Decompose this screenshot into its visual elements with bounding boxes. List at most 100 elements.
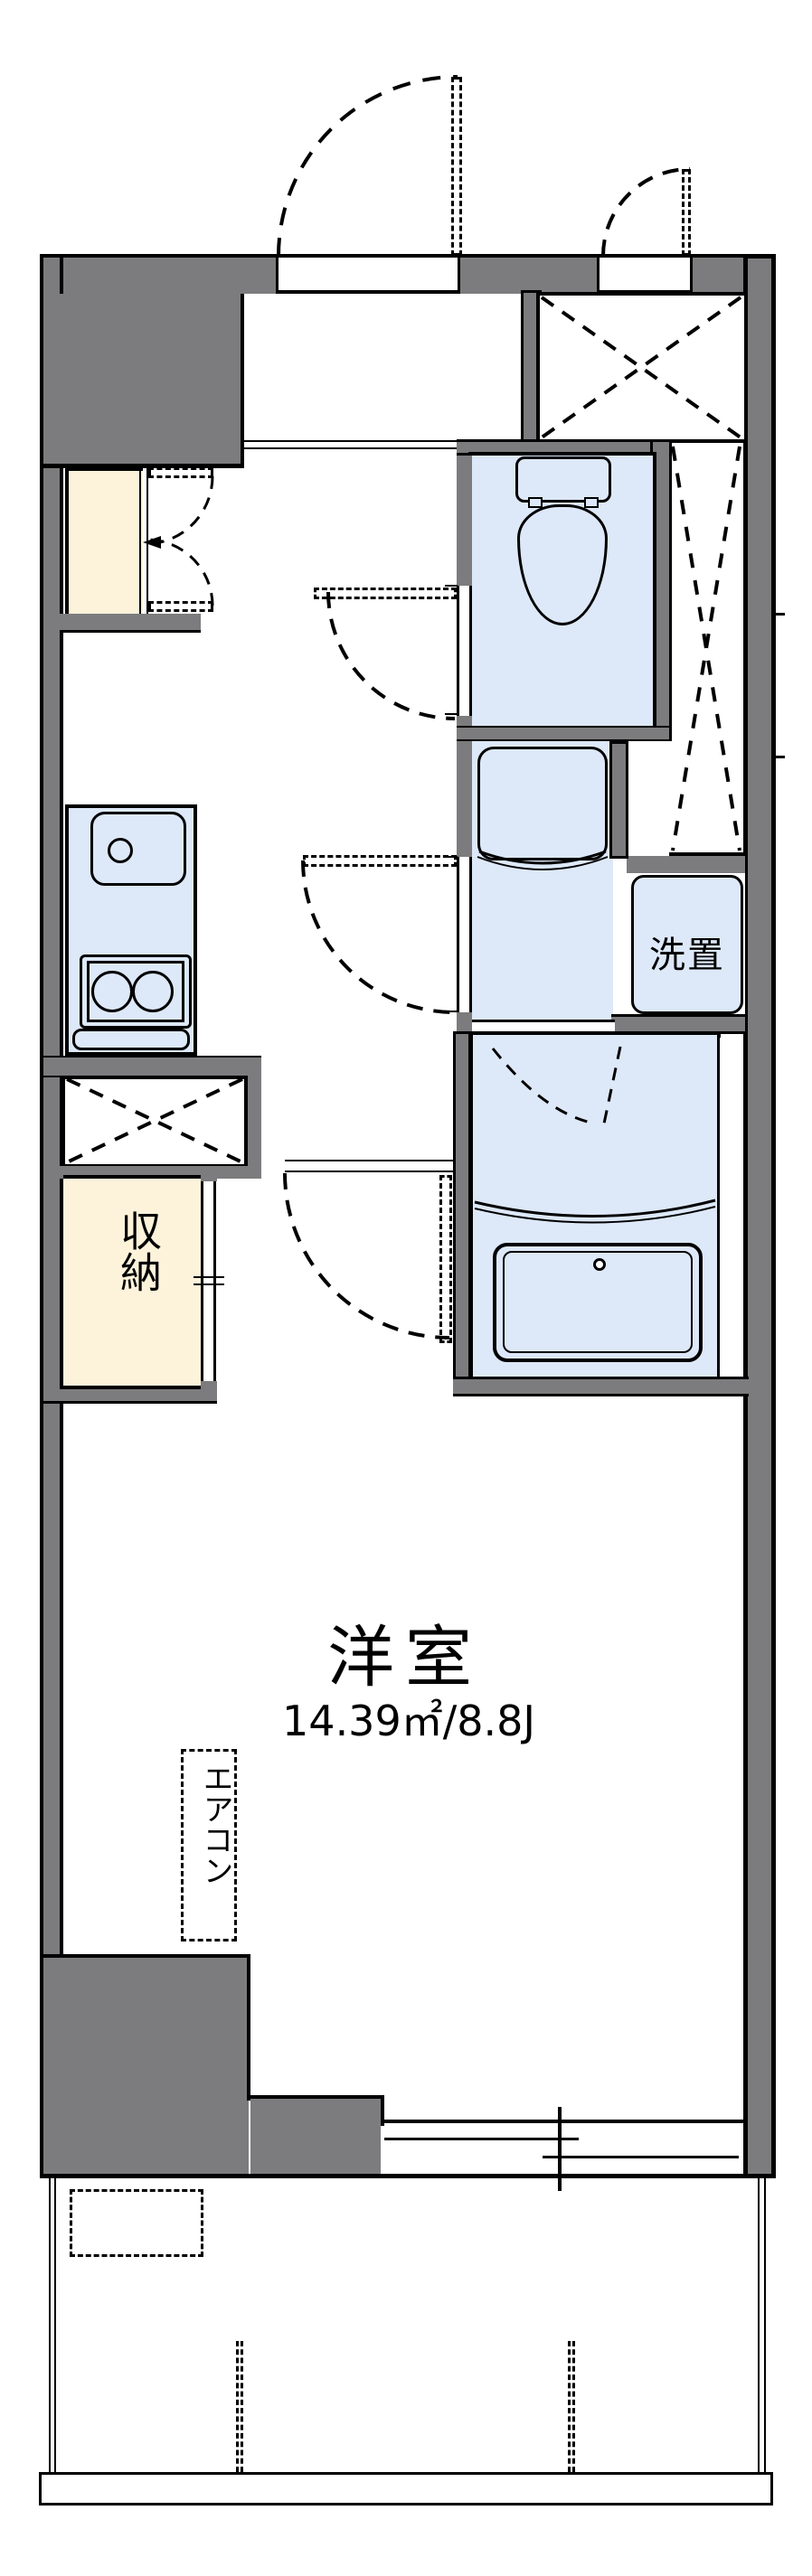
window-band <box>384 2123 739 2174</box>
toilet-left-wall-upper <box>457 456 472 586</box>
balcony-right-line-2 <box>764 2178 766 2474</box>
stove-burner-left <box>91 971 133 1012</box>
balcony-left-line-2 <box>54 2178 56 2474</box>
washroom-door-jamb-bottom <box>445 1011 458 1012</box>
entry-door-leaf <box>451 77 462 256</box>
main-room-area-label: 14.39㎡/8.8J <box>282 1697 535 1745</box>
washroom-floor-edge-line <box>472 1020 615 1022</box>
washroom-right-wall-upper <box>609 741 628 859</box>
toilet-seat-hinge-left <box>528 497 543 508</box>
storage-door-channel <box>201 1179 217 1386</box>
structure-block-topleft <box>43 294 243 467</box>
closet-door-arc <box>601 167 691 257</box>
block-bl-top-line <box>42 1954 250 1958</box>
main-room-label: 洋室 <box>327 1619 483 1697</box>
right-wall-tick-2 <box>772 756 785 758</box>
storage-door-tick-2 <box>194 1283 224 1285</box>
main-room-door-leaf <box>439 1175 452 1343</box>
toilet-door-jamb-top <box>445 585 458 587</box>
bathroom-left-wall <box>453 1031 471 1384</box>
washroom-door-leaf <box>303 855 457 867</box>
balcony-partition-left <box>236 2341 243 2472</box>
toilet-door-channel-line-r <box>469 586 472 716</box>
structure-block-bottomleft <box>43 1957 249 2174</box>
top-wall-seg-right <box>690 258 748 294</box>
washbasin-unit <box>477 747 608 860</box>
side-strip-bottom-wall <box>627 856 745 873</box>
bathroom-bottom-wall <box>453 1377 749 1396</box>
shoe-cabinet-face-line-2 <box>146 467 148 617</box>
storage-channel-line-l <box>201 1179 203 1386</box>
entry-door-opening <box>279 258 458 294</box>
washroom-door-channel-line-r <box>469 857 472 1012</box>
closet-opening-jamb-left <box>597 258 600 294</box>
outer-wall-bottom-line <box>40 2174 776 2178</box>
toilet-door-leaf <box>314 588 457 599</box>
storage-label: 収納 <box>114 1209 163 1293</box>
outer-wall-left <box>43 258 60 2174</box>
window-top-line <box>381 2120 743 2123</box>
entry-door-arc <box>277 75 458 257</box>
storage-channel-line-r <box>213 1179 216 1386</box>
kitchen-counter-tray <box>72 1029 190 1050</box>
top-wall-seg-mid <box>458 258 600 294</box>
outer-wall-right <box>748 259 771 2174</box>
entry-opening-jamb-left <box>276 258 279 294</box>
washer-pan <box>631 875 743 1014</box>
window-mullion-tick <box>558 2107 562 2191</box>
top-wall-seg-left <box>43 258 279 294</box>
right-wall-tick-1 <box>772 613 785 616</box>
storage-stub-top <box>201 1169 217 1181</box>
storage-top-line <box>63 1175 217 1179</box>
kitchen-sink <box>90 812 186 886</box>
balcony-right-line-1 <box>758 2178 760 2474</box>
main-room-door-arc <box>283 1172 450 1340</box>
shoe-door-leaf-bottom <box>148 601 213 612</box>
washroom-door-channel <box>457 857 472 1012</box>
step-top-line <box>247 2095 384 2099</box>
washroom-left-wall-upper <box>457 741 472 857</box>
window-sash-line-right <box>543 2156 739 2158</box>
service-strip <box>720 1038 743 1377</box>
toilet-door-arc <box>326 591 456 720</box>
toilet-door-channel <box>457 586 472 716</box>
entry-opening-bottom-line <box>279 290 458 294</box>
closet-door-leaf <box>682 169 691 256</box>
refrigerator-space-right-wall <box>248 1076 261 1177</box>
washroom-door-arc <box>301 860 456 1014</box>
balcony-left-line-1 <box>49 2178 51 2474</box>
aircon-box <box>181 1749 237 1941</box>
toilet-seat-hinge-right <box>584 497 599 508</box>
shoe-door-arc-top <box>144 475 214 546</box>
block-bl-right-line <box>247 1954 250 2101</box>
structure-block-bottom-edge <box>43 464 244 468</box>
step-right-line <box>381 2095 384 2126</box>
window-sash-line-left <box>384 2138 579 2140</box>
closet-opening-jamb-right <box>690 258 693 294</box>
toilet-tank <box>515 456 611 503</box>
washer-place-label: 洗置 <box>649 935 725 976</box>
toilet-door-jamb-bottom <box>445 713 458 715</box>
aircon-label: エアコン <box>197 1763 233 1885</box>
structure-block-right-edge <box>241 294 244 467</box>
side-strip-cross-2 <box>671 446 741 851</box>
toilet-bottom-wall <box>457 726 669 741</box>
closet-door-opening <box>600 258 690 294</box>
stove-burner-right <box>132 971 174 1012</box>
balcony-equipment-box <box>70 2189 203 2257</box>
side-strip-cross-1 <box>671 446 741 851</box>
main-door-lintel-line-1 <box>285 1160 453 1161</box>
storage-bottom-line <box>63 1386 217 1389</box>
entry-opening-jamb-right <box>458 258 460 294</box>
toilet-door-channel-line-l <box>457 586 459 716</box>
side-strip-bottom-line <box>669 852 745 856</box>
kitchen-bottom-wall <box>43 1056 261 1077</box>
shoe-door-leaf-top <box>148 467 213 478</box>
washroom-door-channel-line-l <box>457 857 459 1012</box>
storage-closet <box>63 1177 201 1389</box>
kitchen-sink-drain <box>108 838 133 863</box>
shoe-cabinet-face-line-1 <box>139 467 141 617</box>
storage-bottom-wall <box>43 1389 217 1404</box>
entrance-step-line-1 <box>241 440 458 442</box>
shoe-cabinet <box>65 467 143 617</box>
